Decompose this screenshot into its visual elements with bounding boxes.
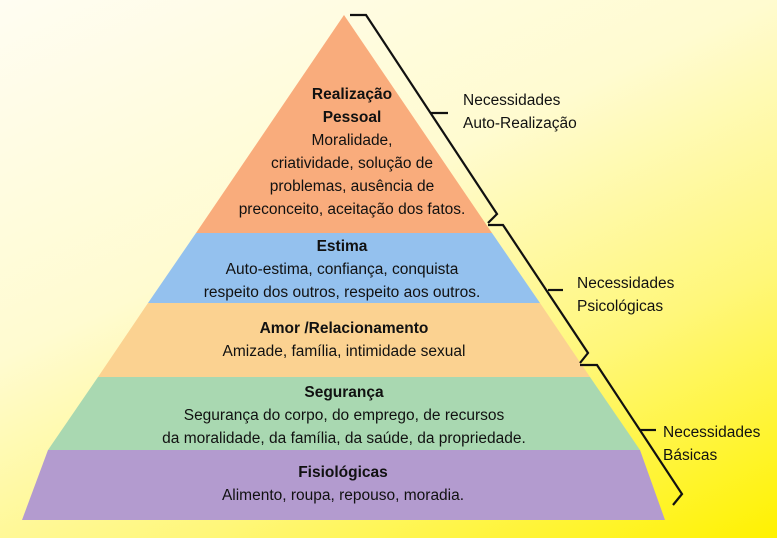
group-label-basic: Necessidades Básicas xyxy=(663,421,760,467)
level-safety: Segurança Segurança do corpo, do emprego… xyxy=(162,381,526,450)
level-desc: Alimento, roupa, repouso, moradia. xyxy=(221,487,465,504)
level-desc: Moralidade, xyxy=(311,132,393,149)
level-desc: Amizade, família, intimidade sexual xyxy=(222,343,466,360)
brace-self-actualization xyxy=(350,13,499,224)
group-label-self-actualization: Necessidades Auto-Realização xyxy=(463,89,577,135)
brace-basic xyxy=(580,363,684,506)
group-label-line: Necessidades xyxy=(663,424,761,441)
layer-love xyxy=(98,303,590,377)
level-title: Pessoal xyxy=(322,109,382,126)
level-title: Realização xyxy=(311,86,393,103)
level-title: Segurança xyxy=(304,384,384,401)
layer-self-actualization xyxy=(196,15,492,233)
level-love: Amor /Relacionamento Amizade, família, i… xyxy=(223,317,466,363)
brace-psychological xyxy=(488,223,590,364)
level-desc: da moralidade, da família, da saúde, da … xyxy=(162,430,526,447)
level-desc: preconceito, aceitação dos fatos. xyxy=(238,201,466,218)
level-physiological: Fisiológicas Alimento, roupa, repouso, m… xyxy=(222,461,464,507)
layer-physiological xyxy=(22,450,665,520)
group-label-line: Psicológicas xyxy=(577,298,664,315)
level-desc: problemas, ausência de xyxy=(269,178,435,195)
group-label-line: Necessidades xyxy=(577,275,675,292)
group-label-line: Auto-Realização xyxy=(463,115,577,132)
group-label-psychological: Necessidades Psicológicas xyxy=(577,272,674,318)
level-desc: criatividade, solução de xyxy=(271,155,433,172)
level-esteem: Estima Auto-estima, confiança, conquista… xyxy=(204,235,481,304)
level-self-actualization: Realização Pessoal Moralidade, criativid… xyxy=(239,83,466,221)
layer-esteem xyxy=(148,233,540,303)
level-desc: respeito dos outros, respeito aos outros… xyxy=(203,284,481,301)
group-label-line: Necessidades xyxy=(463,92,561,109)
level-desc: Segurança do corpo, do emprego, de recur… xyxy=(183,407,505,424)
level-desc: Auto-estima, confiança, conquista xyxy=(225,261,459,278)
level-title: Fisiológicas xyxy=(298,464,388,481)
layer-safety xyxy=(48,377,640,450)
group-label-line: Básicas xyxy=(663,447,718,464)
level-title: Estima xyxy=(316,238,368,255)
level-title: Amor /Relacionamento xyxy=(259,320,429,337)
